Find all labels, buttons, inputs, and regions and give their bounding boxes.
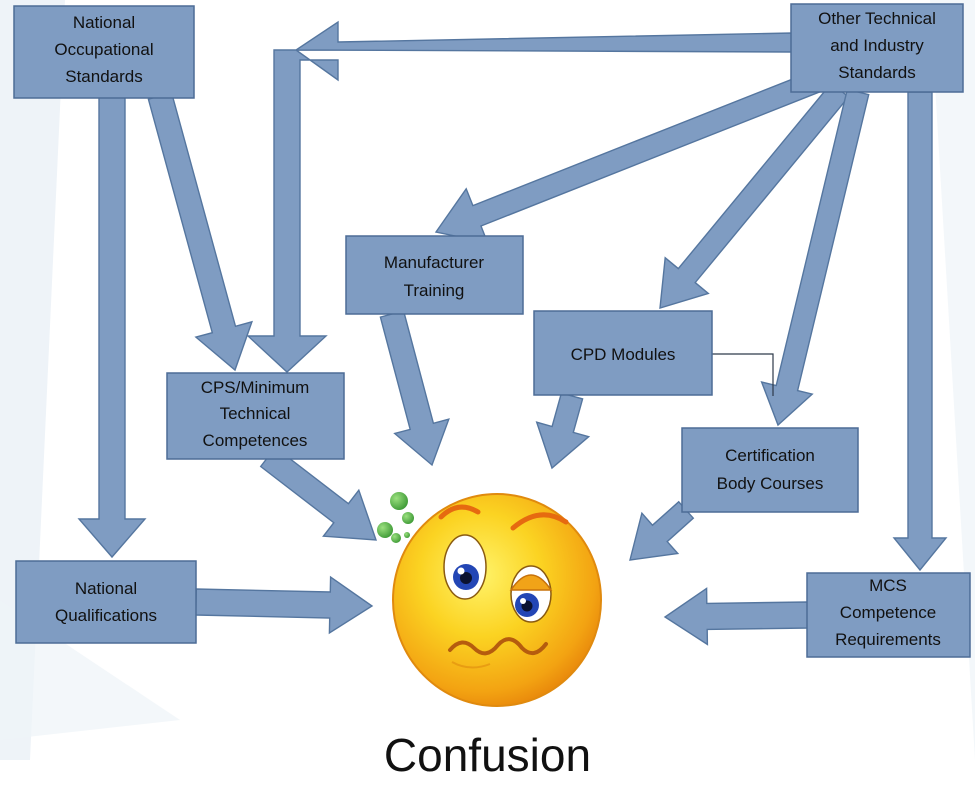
- box-certification-body: Certification Body Courses: [681, 427, 859, 513]
- arrow-other-to-cps: [246, 20, 794, 373]
- arrow-manufacturer-to-face: [379, 310, 450, 467]
- box-other-line-3: Standards: [838, 63, 916, 82]
- box-cps-line-3: Competences: [203, 431, 308, 450]
- box-certification-line-1: Certification: [725, 446, 815, 465]
- box-other-line-2: and Industry: [830, 36, 924, 55]
- box-nos-line-2: Occupational: [54, 40, 153, 59]
- box-certification-line-2: Body Courses: [717, 474, 824, 493]
- box-cps-line-2: Technical: [220, 404, 291, 423]
- box-mcs-line-1: MCS: [869, 576, 907, 595]
- arrows-layer: [77, 20, 948, 646]
- arrow-other-to-mcs: [892, 91, 948, 572]
- box-nos-line-3: Standards: [65, 67, 143, 86]
- arrow-cpd-to-face: [535, 392, 591, 470]
- box-mcs-line-2: Competence: [840, 603, 936, 622]
- box-cpd-modules: CPD Modules: [533, 310, 713, 396]
- arrow-nos-to-national-qualifications: [77, 95, 147, 559]
- arrow-certification-to-face: [629, 500, 695, 561]
- box-manufacturer-training: Manufacturer Training: [345, 235, 524, 315]
- confused-face-icon: [392, 493, 602, 707]
- box-cpd-line-1: CPD Modules: [571, 345, 676, 364]
- box-nq-line-1: National: [75, 579, 137, 598]
- box-other-technical: Other Technical and Industry Standards: [790, 3, 964, 93]
- box-manufacturer-line-1: Manufacturer: [384, 253, 484, 272]
- arrow-nq-to-face: [194, 575, 374, 635]
- arrow-other-to-manufacturer: [434, 68, 825, 244]
- box-mcs-line-3: Requirements: [835, 630, 941, 649]
- box-other-line-1: Other Technical: [818, 9, 936, 28]
- box-national-qualifications: National Qualifications: [15, 560, 197, 644]
- background-stripe-right: [930, 0, 975, 760]
- arrow-cps-to-face: [259, 446, 378, 541]
- cpd-to-certification-connector: [712, 353, 774, 396]
- box-nq-line-2: Qualifications: [55, 606, 157, 625]
- arrow-other-to-cpd: [659, 82, 850, 309]
- caption-confusion: Confusion: [383, 729, 592, 781]
- box-nos-line-1: National: [73, 13, 135, 32]
- box-nos: National Occupational Standards: [13, 5, 195, 99]
- box-cps-line-1: CPS/Minimum: [201, 378, 310, 397]
- box-manufacturer-line-2: Training: [404, 281, 465, 300]
- arrow-mcs-to-face: [663, 587, 809, 646]
- box-cps-minimum: CPS/Minimum Technical Competences: [166, 372, 345, 460]
- arrow-other-to-certification: [760, 88, 870, 427]
- arrow-nos-to-cps: [147, 91, 254, 372]
- thought-bubbles-icon: [377, 492, 414, 543]
- box-mcs-competence: MCS Competence Requirements: [806, 572, 971, 658]
